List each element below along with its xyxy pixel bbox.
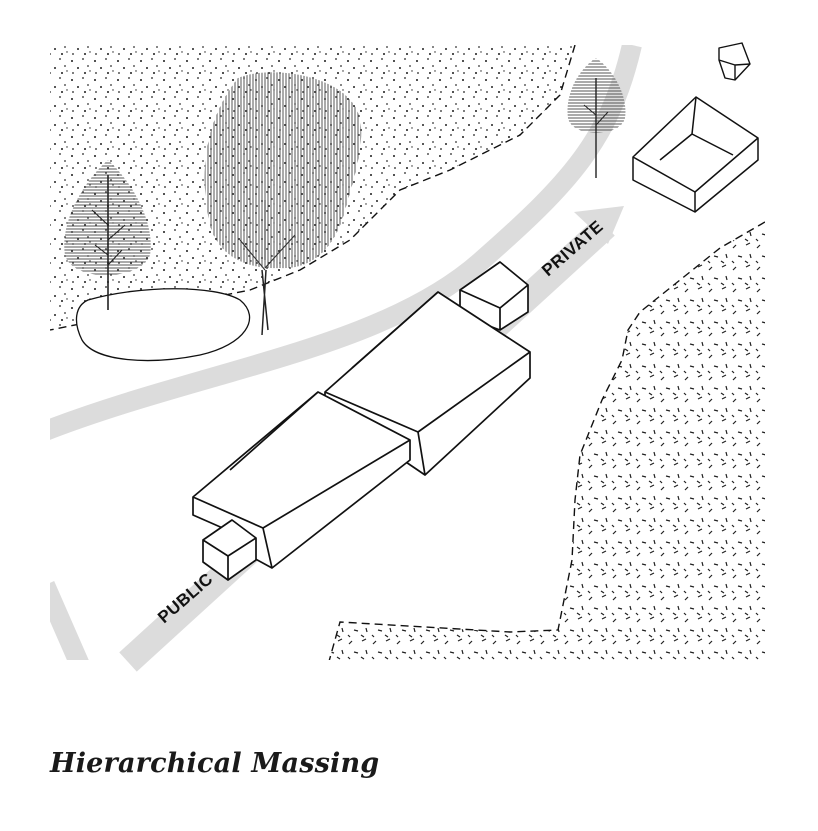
curving-walkway <box>50 45 642 440</box>
building-massing <box>192 261 531 581</box>
small-shed <box>718 42 751 81</box>
field-dashed-edge <box>328 221 765 660</box>
speckled-field <box>329 222 765 660</box>
pond <box>75 288 251 362</box>
willow-tree <box>204 72 362 336</box>
lower-walkway <box>50 580 89 660</box>
neighbor-house <box>632 96 759 213</box>
conifer-tree-left <box>64 160 151 310</box>
diagram-caption: Hierarchical Massing <box>50 748 380 779</box>
small-tree-top <box>567 58 626 178</box>
